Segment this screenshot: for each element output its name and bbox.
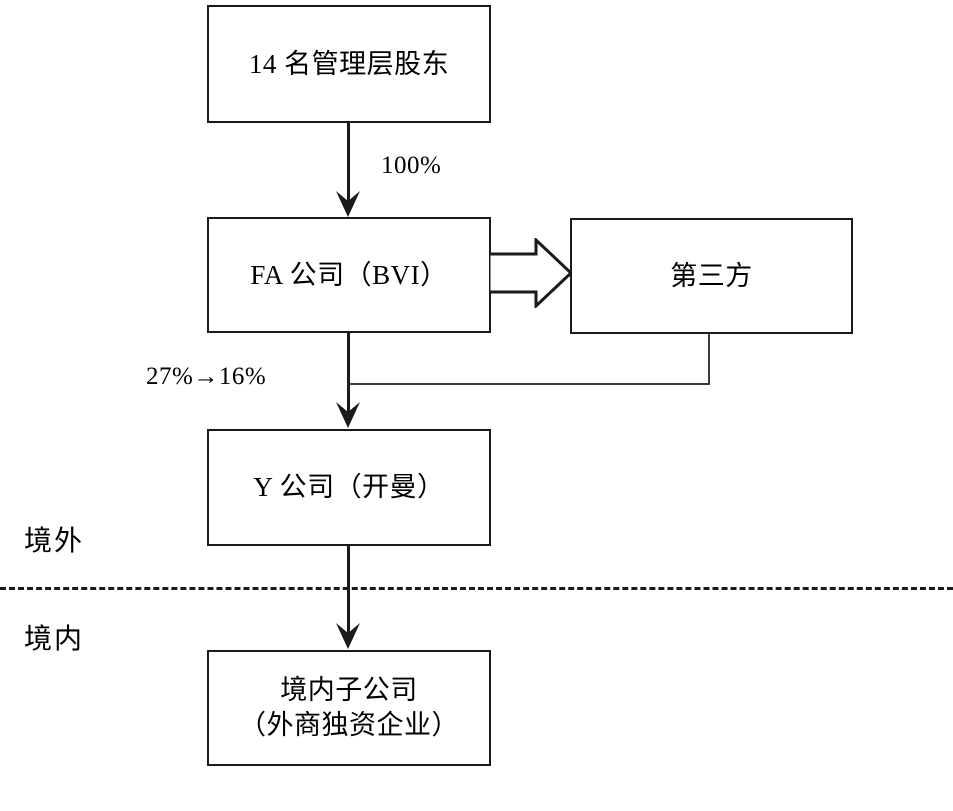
figure-caption: 图2 案例图示 [0, 771, 953, 811]
node-y-company-label: Y 公司（开曼） [253, 472, 445, 503]
region-label-offshore: 境外 [24, 526, 85, 557]
edge-third-party-to-y-line [348, 383, 710, 385]
offshore-onshore-divider [0, 587, 953, 590]
node-third-party: 第三方 [570, 218, 853, 334]
edge-label-100-percent: 100% [381, 152, 442, 179]
node-domestic-subsidiary-label-line2: （外商独资企业） [239, 710, 459, 740]
node-domestic-subsidiary-label-line1: 境内子公司 [280, 675, 418, 706]
edge-y-to-subsidiary-line [347, 546, 350, 636]
node-fa-company: FA 公司（BVI） [207, 217, 491, 333]
node-y-company: Y 公司（开曼） [207, 429, 491, 546]
edge-shareholders-to-fa-line [347, 123, 350, 205]
region-label-onshore: 境内 [24, 624, 85, 655]
node-management-shareholders: 14 名管理层股东 [207, 5, 491, 123]
edge-fa-to-y-line [347, 333, 350, 415]
node-third-party-label: 第三方 [670, 260, 753, 291]
node-management-shareholders-label: 14 名管理层股东 [248, 48, 450, 79]
edge-third-party-down-line [708, 334, 710, 385]
edge-label-ownership-change: 27%→16% [146, 363, 267, 390]
node-fa-company-label: FA 公司（BVI） [250, 259, 448, 290]
node-domestic-subsidiary: 境内子公司 （外商独资企业） [207, 650, 491, 766]
edge-fa-to-third-party-block-arrow [489, 238, 573, 308]
